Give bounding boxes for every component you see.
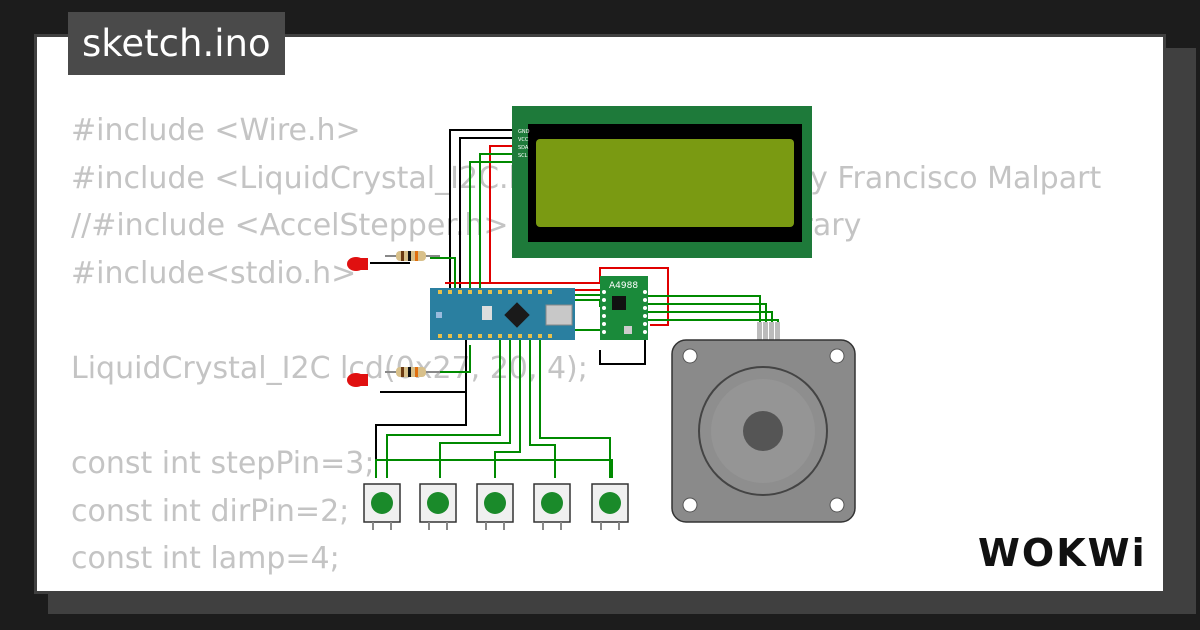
driver-label: A4988 — [609, 281, 638, 291]
file-tab[interactable]: sketch.ino — [68, 12, 285, 75]
resistor-2 — [385, 367, 440, 377]
wire-coil-2 — [645, 303, 767, 325]
lcd-display[interactable]: GND VCC SDA SCL — [512, 106, 812, 258]
wire-coil-3 — [645, 311, 773, 325]
led-1-base — [360, 258, 368, 270]
lcd-pin-sda: SDA — [518, 145, 529, 151]
lcd-pin-vcc: VCC — [518, 137, 529, 143]
lcd-pin-gnd: GND — [518, 129, 530, 135]
nano-pins-bottom — [438, 334, 552, 338]
nano-reset-button — [482, 306, 492, 320]
wires — [370, 129, 779, 478]
wire-btn-5 — [539, 340, 611, 478]
push-button-1[interactable] — [363, 483, 401, 530]
arduino-nano[interactable] — [430, 288, 575, 340]
code-line: const int redLedPin=5; — [71, 583, 1101, 591]
wire-lcd-scl — [469, 161, 518, 292]
motor-screw-bl — [682, 497, 698, 513]
nano-chip — [504, 302, 530, 328]
a4988-driver[interactable]: A4988 — [600, 276, 648, 340]
driver-chip — [612, 296, 626, 310]
motor-shaft-flat — [745, 425, 781, 437]
motor-screw-br — [829, 497, 845, 513]
wokwi-logo-text: WOKWi — [978, 531, 1147, 575]
motor-screw-tl — [682, 348, 698, 364]
wire-driver-vmot — [445, 267, 669, 326]
motor-connector-pins — [757, 322, 780, 340]
code-line: const int lamp=4; — [71, 541, 340, 577]
wire-gnd-2 — [459, 137, 518, 292]
driver-potentiometer — [624, 326, 632, 334]
wokwi-logo-outline: WOKWi — [978, 531, 1147, 575]
code-line: const int dirPin=2; — [71, 493, 350, 529]
push-buttons — [363, 483, 629, 530]
lcd-screen — [536, 139, 794, 227]
resistor-1 — [385, 251, 440, 261]
wire-btn-3 — [494, 340, 521, 478]
led-1[interactable] — [347, 257, 368, 271]
wire-led2-sig — [440, 345, 471, 373]
driver-pins — [602, 290, 647, 334]
push-button-5[interactable] — [591, 483, 629, 530]
lcd-pin-scl: SCL — [518, 153, 528, 159]
wire-lcd-sda — [479, 153, 518, 292]
wire-coil-1 — [645, 295, 761, 325]
file-tab-label: sketch.ino — [82, 22, 271, 65]
wire-btn-common — [375, 459, 613, 478]
motor-screw-tr — [829, 348, 845, 364]
led-2-base — [360, 374, 368, 386]
wokwi-logo: WOKWi WOKWi — [975, 530, 1148, 578]
wire-button-gnd — [375, 340, 467, 478]
push-button-2[interactable] — [419, 483, 457, 530]
push-button-3[interactable] — [476, 483, 514, 530]
code-line: #include <LiquidCrystal_I2C.h> by Franci… — [71, 160, 1102, 196]
code-line: #include<stdio.h> — [71, 255, 357, 291]
nano-led — [436, 312, 442, 318]
lcd-pin-labels: GND VCC SDA SCL — [518, 129, 530, 159]
wire-btn-1 — [386, 340, 501, 478]
wire-dir — [570, 299, 604, 307]
wire-lcd-gnd — [449, 129, 518, 292]
push-button-4[interactable] — [533, 483, 571, 530]
led-2[interactable] — [347, 373, 368, 387]
wire-led2-gnd — [380, 340, 467, 393]
wire-btn-4 — [529, 340, 556, 478]
wire-driver-gnd — [599, 338, 646, 365]
nano-pins-top — [438, 290, 552, 294]
stepper-motor[interactable] — [671, 322, 856, 523]
wire-led1-sig — [430, 257, 456, 292]
nano-usb-port — [545, 304, 573, 326]
wire-lcd-vcc — [489, 145, 518, 283]
code-line: const int stepPin=3; — [71, 446, 375, 482]
code-line: #include <Wire.h> — [71, 113, 361, 148]
